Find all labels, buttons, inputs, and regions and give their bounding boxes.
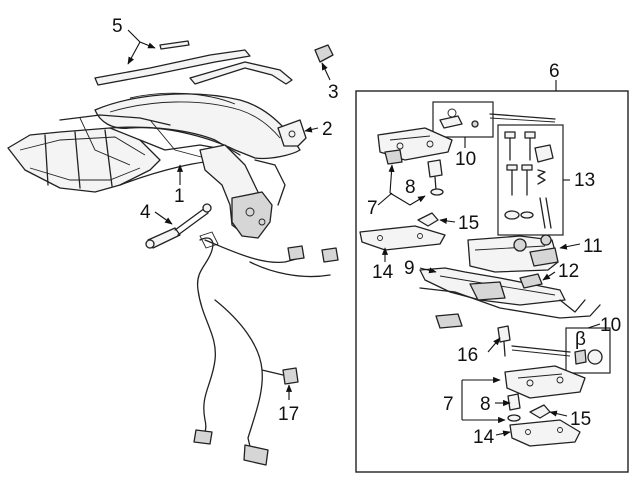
- pivot-pin-upper: [427, 159, 444, 196]
- callout-8-upper: 8: [405, 177, 416, 198]
- callout-14-upper: 14: [372, 262, 394, 283]
- rod-lower: [511, 345, 571, 353]
- hinge-bracket-lower: [504, 365, 586, 399]
- small-bracket: [519, 273, 543, 289]
- callout-15-lower: 15: [570, 409, 591, 430]
- hinge-bracket-upper: [377, 127, 453, 165]
- callout-7-lower: 7: [443, 394, 454, 415]
- callout-14-lower: 14: [473, 427, 495, 448]
- callout-11: 11: [583, 236, 603, 257]
- callout-12: 12: [558, 261, 579, 282]
- pivot-pin-lower: [497, 325, 511, 357]
- pump-motor: [467, 234, 559, 273]
- mounting-plate-lower: [509, 419, 581, 447]
- latch-pin-lower: β: [574, 329, 603, 365]
- convertible-top-frame: [7, 92, 301, 239]
- inset-box-top: [432, 101, 494, 138]
- inset-glyph: β: [575, 329, 586, 350]
- callout-9: 9: [404, 258, 415, 279]
- callout-17: 17: [278, 404, 299, 425]
- bolt-kit: [504, 131, 554, 229]
- pivot-pin-lower-2: [507, 393, 521, 422]
- bracket-part: [277, 119, 307, 147]
- weatherstrip-seals: [94, 40, 293, 86]
- hardware-kit-frame: [355, 90, 629, 473]
- callout-13: 13: [574, 170, 595, 191]
- rod-upper: [489, 113, 556, 120]
- callout-10-top: 10: [455, 149, 476, 170]
- callout-8-lower: 8: [480, 394, 491, 415]
- bumper-part: [314, 44, 334, 63]
- callout-1: 1: [174, 186, 185, 207]
- lift-strut: [145, 203, 212, 249]
- callout-6: 6: [549, 61, 560, 82]
- callout-10-lower: 10: [600, 315, 621, 336]
- retaining-clip-upper: [417, 212, 439, 227]
- callout-labels: 5 3 2 1 4 6 10 8 7 13 15 14 9 11 12 10 1…: [112, 16, 621, 448]
- mounting-plate-upper: [359, 225, 446, 251]
- callout-15-upper: 15: [458, 213, 479, 234]
- callout-5: 5: [112, 16, 123, 37]
- latch-pin-small: [439, 108, 479, 129]
- wiring-harness: [193, 231, 339, 466]
- retaining-clip-lower: [529, 404, 551, 419]
- leader-lines: [127, 29, 601, 437]
- callout-3: 3: [328, 82, 339, 103]
- callout-7-upper: 7: [367, 198, 378, 219]
- callout-2: 2: [322, 119, 333, 140]
- main-bracket-rail: [419, 267, 601, 319]
- spacer-block: [435, 313, 463, 329]
- callout-4: 4: [140, 202, 151, 223]
- callout-16: 16: [457, 345, 478, 366]
